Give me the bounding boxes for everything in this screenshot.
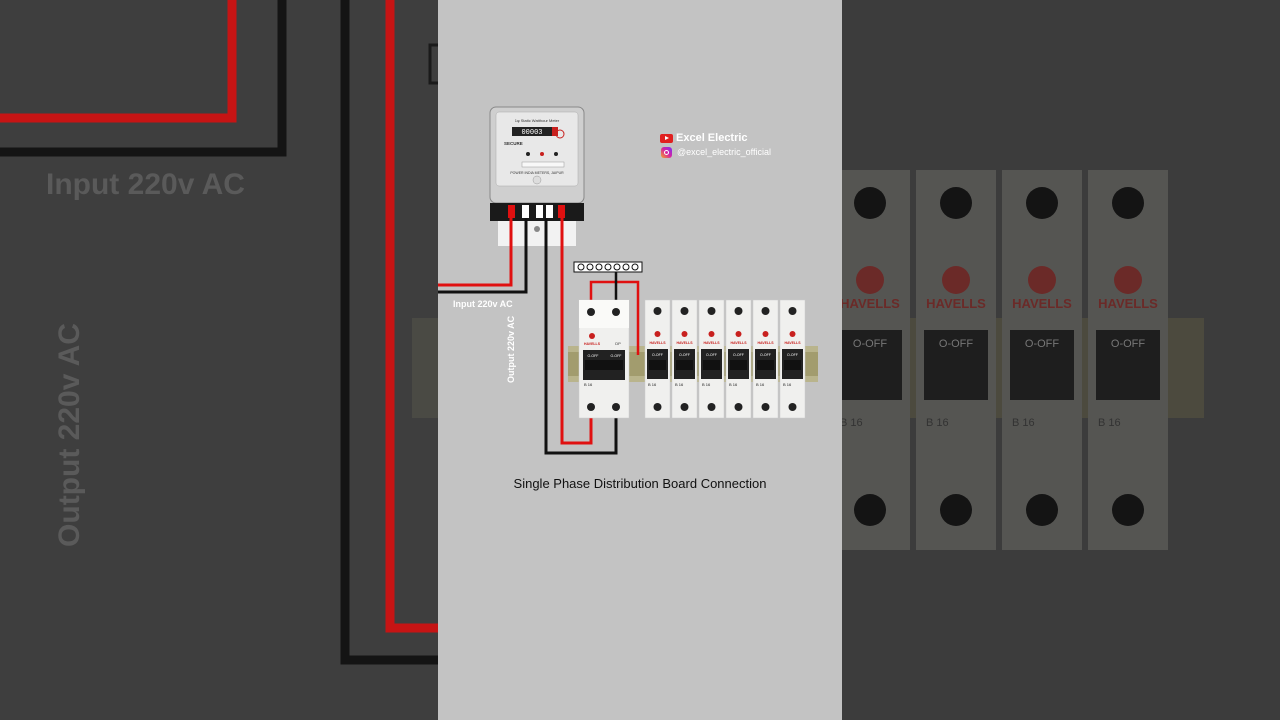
zoomed-mcb-switch-state: O-OFF bbox=[853, 338, 887, 350]
input-live-wire bbox=[438, 218, 513, 287]
zoomed-mcb-switch-state: O-OFF bbox=[939, 338, 973, 350]
output-neutral-wire bbox=[544, 218, 618, 455]
channel-name: Excel Electric bbox=[676, 132, 748, 144]
channel-branding: Excel Electric @excel_electric_official bbox=[660, 131, 771, 159]
zoomed-mcb-brand: HAVELLS bbox=[1098, 296, 1158, 311]
mcb-breaker: HAVELLS O-OFF B 16 bbox=[698, 299, 725, 419]
neutral-link-bar bbox=[573, 261, 643, 273]
zoomed-mcb: HAVELLS O-OFF B 16 bbox=[842, 170, 910, 550]
meter-title: 1φ Static Watthour Meter bbox=[515, 118, 560, 123]
mcb-breaker: HAVELLS O-OFF B 16 bbox=[752, 299, 779, 419]
mcb-breaker: HAVELLS O-OFF B 16 bbox=[779, 299, 806, 419]
input-neutral-wire bbox=[438, 218, 528, 294]
mcb-switch-state: O-OFF bbox=[787, 353, 798, 357]
dp-brand: HAVELLS bbox=[584, 342, 601, 346]
dp-switch-state-2: O-OFF bbox=[611, 354, 622, 358]
mcb-switch-state: O-OFF bbox=[760, 353, 771, 357]
mcb-brand: HAVELLS bbox=[757, 341, 774, 345]
ghost-input-label: Input 220v AC bbox=[46, 168, 245, 201]
zoomed-mcb-switch-state: O-OFF bbox=[1111, 338, 1145, 350]
mcb-rating: B 16 bbox=[729, 382, 738, 387]
instagram-row: @excel_electric_official bbox=[660, 145, 771, 159]
zoomed-mcb-switch-state: O-OFF bbox=[1025, 338, 1059, 350]
instagram-icon bbox=[661, 146, 672, 158]
mcb-brand: HAVELLS bbox=[676, 341, 693, 345]
youtube-icon bbox=[660, 133, 673, 143]
output-live-wire bbox=[560, 218, 593, 445]
mcb-rating: B 16 bbox=[648, 382, 657, 387]
zoomed-mcb-rating: B 16 bbox=[842, 417, 863, 429]
meter-reading: 00003 bbox=[521, 129, 542, 137]
meter-footer: POWER INDIA METERS, JAIPUR bbox=[510, 171, 564, 175]
zoomed-mcb: HAVELLS O-OFF B 16 bbox=[916, 170, 996, 550]
mcb-breaker: HAVELLS O-OFF B 16 bbox=[644, 299, 671, 419]
ghost-output-label: Output 220v AC bbox=[53, 323, 86, 547]
mcb-rating: B 16 bbox=[675, 382, 684, 387]
mcb-switch-state: O-OFF bbox=[733, 353, 744, 357]
mcb-brand: HAVELLS bbox=[730, 341, 747, 345]
zoomed-mcb-brand: HAVELLS bbox=[926, 296, 986, 311]
diagram-caption: Single Phase Distribution Board Connecti… bbox=[513, 476, 767, 491]
mcb-switch-state: O-OFF bbox=[652, 353, 663, 357]
diagram-panel: 1φ Static Watthour Meter 00003 SECURE PO… bbox=[438, 0, 842, 720]
dp-switch-state-1: O-OFF bbox=[588, 354, 599, 358]
mcb-rating: B 16 bbox=[756, 382, 765, 387]
mcb-rating: B 16 bbox=[702, 382, 711, 387]
right-background-panel: HAVELLS O-OFF B 16 HAVELLS O-OFF B 16 HAVELLS O… bbox=[842, 0, 1280, 720]
right-mcbs-graphic: HAVELLS O-OFF B 16 HAVELLS O-OFF B 16 HAVELLS O… bbox=[842, 0, 1280, 720]
input-label: Input 220v AC bbox=[453, 299, 513, 309]
dp-isolator: HAVELLS DP O-OFF O-OFF B 16 bbox=[578, 299, 630, 419]
mcb-row: HAVELLS O-OFF B 16 HAVELLS O-OFF B 16 HAVELLS O… bbox=[644, 299, 806, 419]
zoomed-mcb-brand: HAVELLS bbox=[1012, 296, 1072, 311]
zoomed-mcb-rating: B 16 bbox=[926, 417, 949, 429]
mcb-brand: HAVELLS bbox=[784, 341, 801, 345]
dp-rating: B 16 bbox=[584, 382, 593, 387]
zoomed-mcb-rating: B 16 bbox=[1012, 417, 1035, 429]
meter-brand: SECURE bbox=[504, 141, 523, 146]
dp-label: DP bbox=[615, 341, 621, 346]
mcb-switch-state: O-OFF bbox=[706, 353, 717, 357]
zoomed-mcb-brand: HAVELLS bbox=[842, 296, 900, 311]
zoomed-mcb: HAVELLS O-OFF B 16 bbox=[1002, 170, 1082, 550]
zoomed-mcb-rating: B 16 bbox=[1098, 417, 1121, 429]
left-background-panel: Input 220v AC Output 220v AC bbox=[0, 0, 438, 720]
mcb-breaker: HAVELLS O-OFF B 16 bbox=[725, 299, 752, 419]
youtube-row: Excel Electric bbox=[660, 131, 771, 145]
left-wires-graphic bbox=[0, 0, 438, 720]
energy-meter: 1φ Static Watthour Meter 00003 SECURE PO… bbox=[489, 106, 585, 246]
jumper-live-wire bbox=[589, 280, 640, 355]
instagram-handle: @excel_electric_official bbox=[677, 147, 772, 157]
mcb-rating: B 16 bbox=[783, 382, 792, 387]
mcb-brand: HAVELLS bbox=[703, 341, 720, 345]
mcb-switch-state: O-OFF bbox=[679, 353, 690, 357]
mcb-brand: HAVELLS bbox=[649, 341, 666, 345]
mcb-breaker: HAVELLS O-OFF B 16 bbox=[671, 299, 698, 419]
zoomed-mcb: HAVELLS O-OFF B 16 bbox=[1088, 170, 1168, 550]
wiring-diagram: 1φ Static Watthour Meter 00003 SECURE PO… bbox=[438, 106, 818, 455]
output-label: Output 220v AC bbox=[506, 315, 516, 383]
